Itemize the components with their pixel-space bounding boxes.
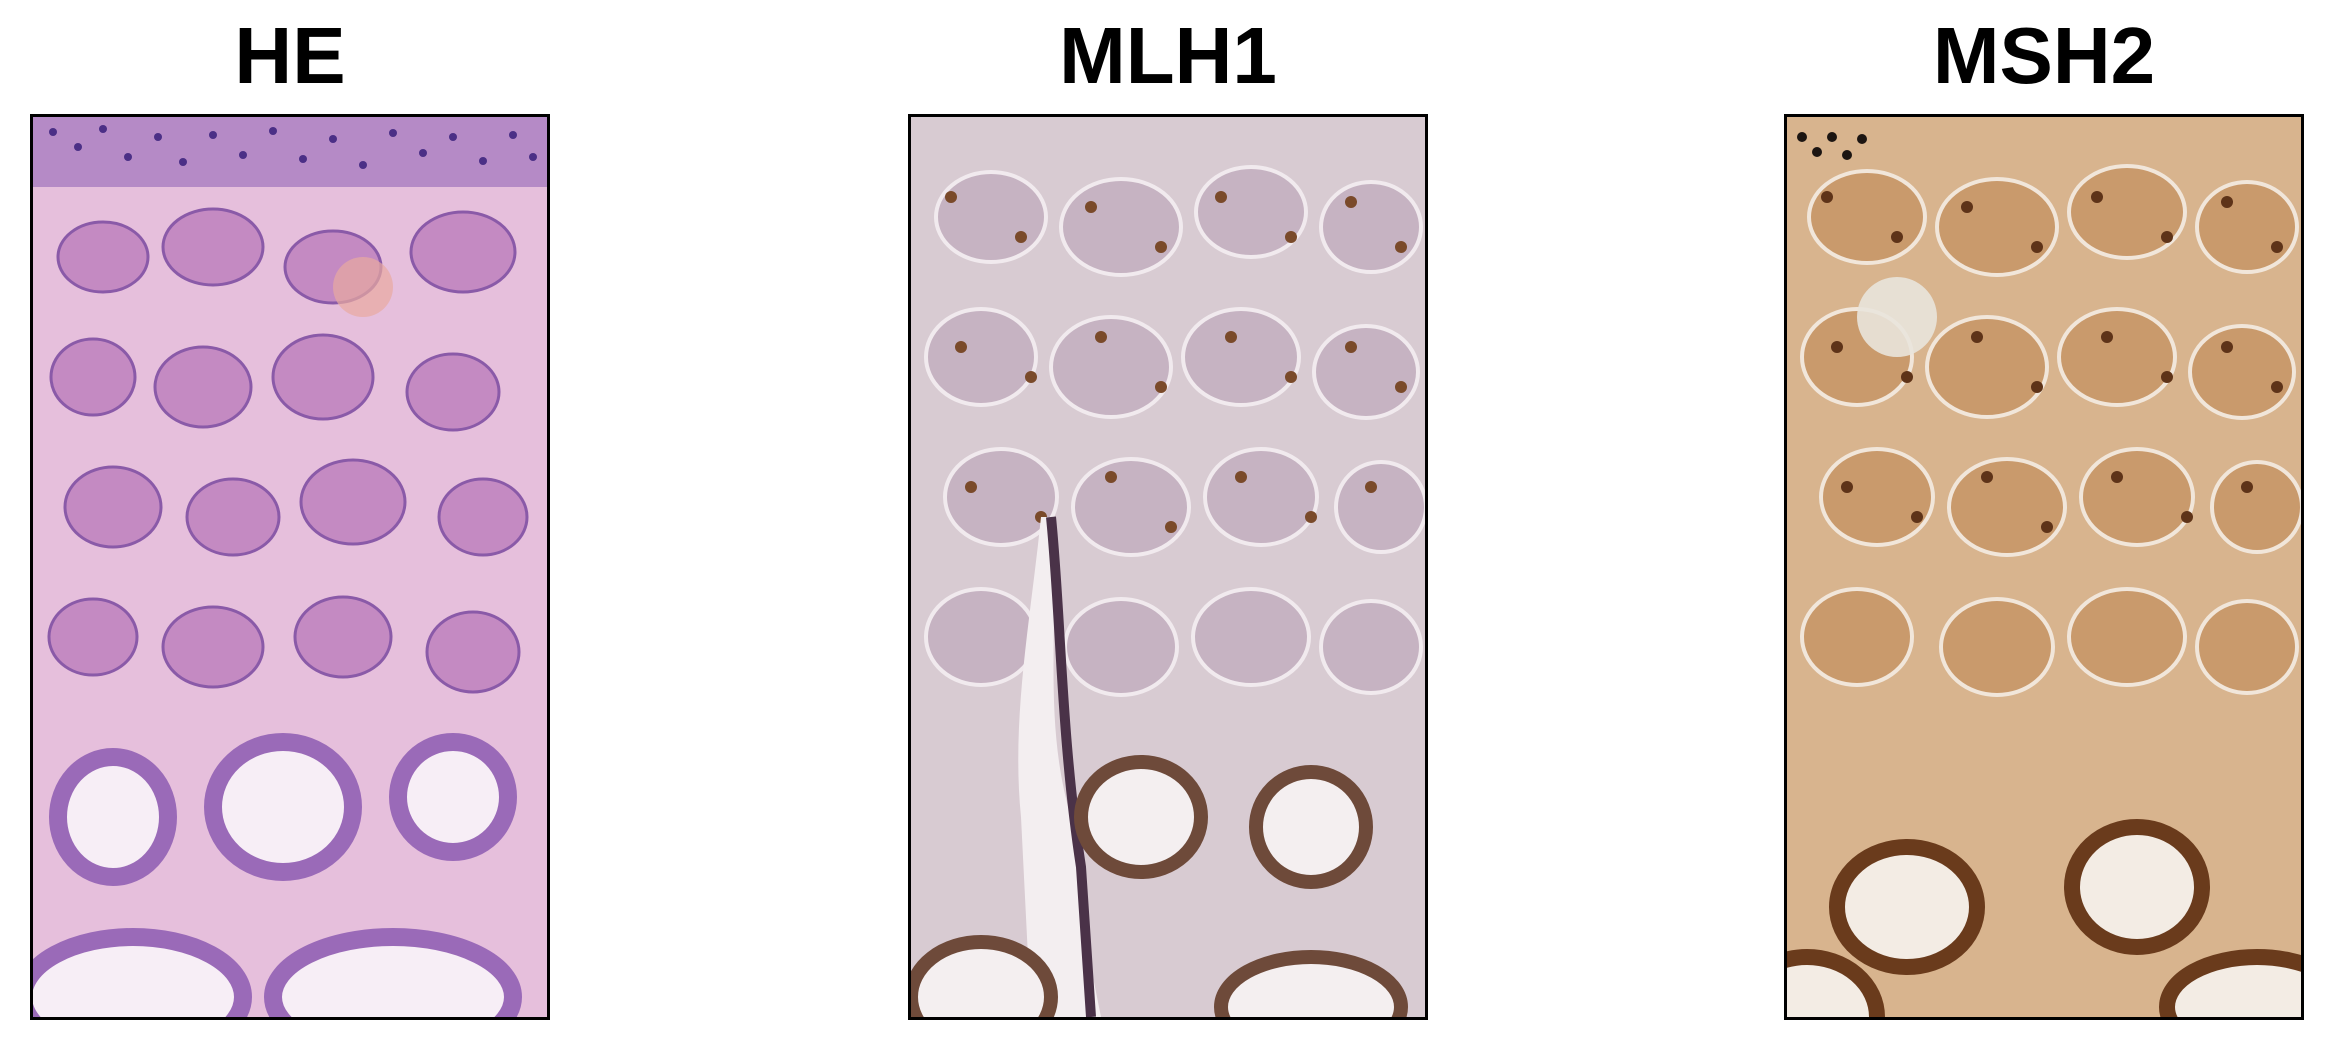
he-micrograph	[30, 114, 550, 1020]
mlh1-tissue-image	[911, 117, 1425, 1017]
mlh1-micrograph	[908, 114, 1428, 1020]
msh2-micrograph	[1784, 114, 2304, 1020]
panel-title-he: HE	[234, 11, 346, 100]
panel-he: HE	[30, 0, 550, 1047]
panel-msh2: MSH2	[1784, 0, 2304, 1047]
he-tissue-image	[33, 117, 547, 1017]
msh2-tissue-image	[1787, 117, 2301, 1017]
panel-title-mlh1: MLH1	[1059, 11, 1277, 100]
panel-title-msh2: MSH2	[1932, 11, 2156, 100]
panel-mlh1: MLH1	[908, 0, 1428, 1047]
